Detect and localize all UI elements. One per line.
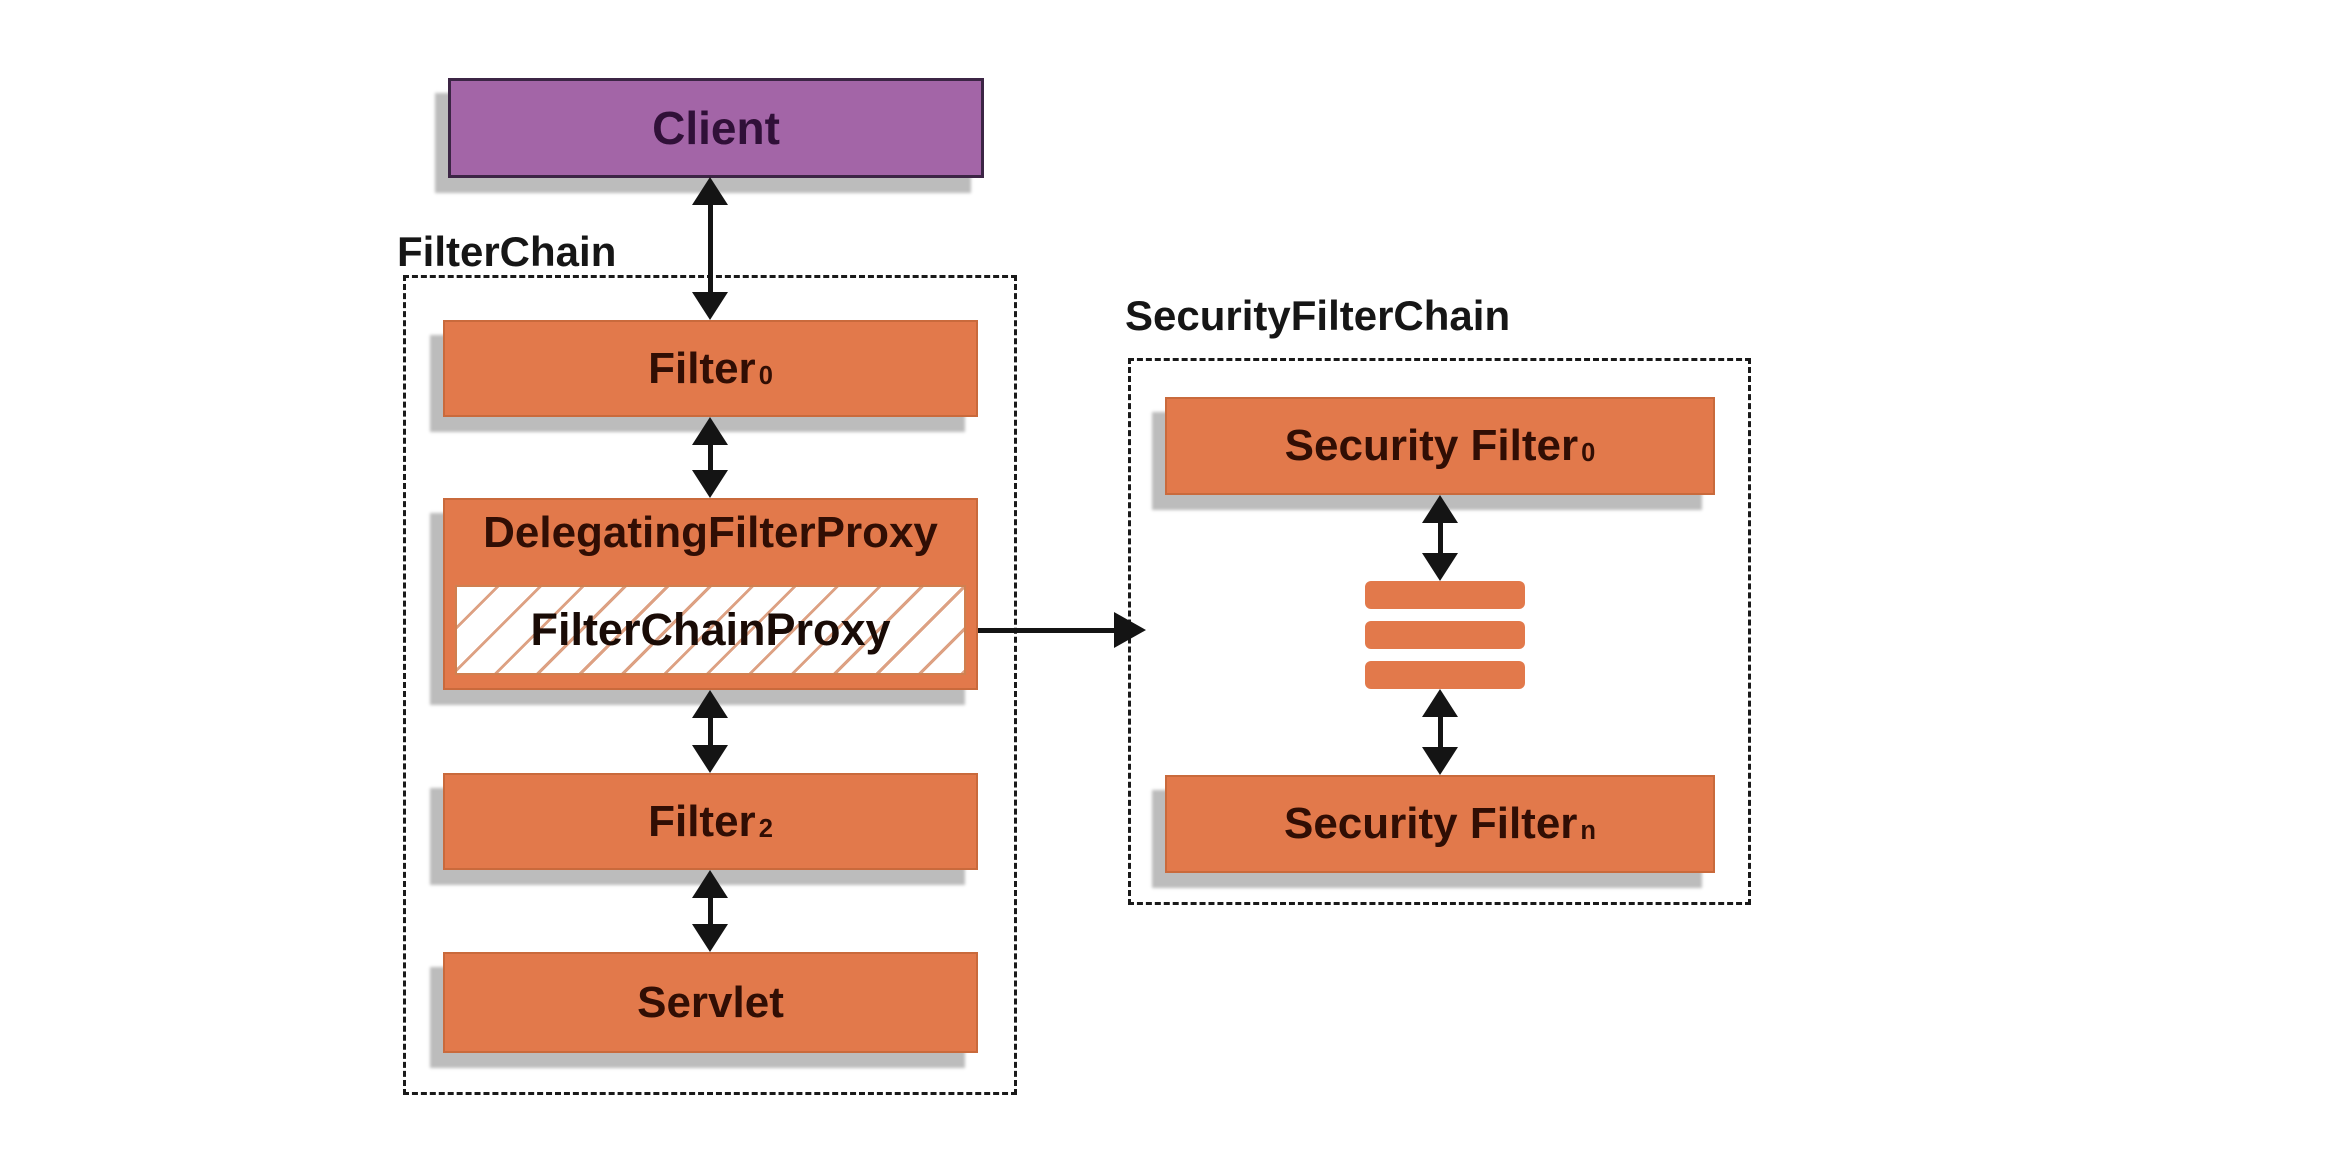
arrowhead-down-icon [692,745,728,773]
arrowhead-right-icon [1114,612,1146,648]
arrow-filter0-delegatingfilterproxy [692,417,728,498]
filter-chain-group-label: FilterChain [397,228,617,275]
arrow-client-filter0 [692,177,728,320]
arrow-filterchainproxy-securityfilterchain [978,612,1146,648]
arrowhead-up-icon [692,870,728,898]
arrow-shaft [707,445,713,470]
arrow-delegatingfilterproxy-filter2 [692,690,728,773]
arrow-shaft [707,718,713,745]
node-filter2-subscript: 2 [758,814,773,843]
node-filter0-label: Filter [648,343,756,393]
arrowhead-up-icon [1422,495,1458,523]
node-delegating-filter-proxy-label: DelegatingFilterProxy [483,508,938,557]
arrow-shaft [707,898,713,924]
node-client: Client [448,78,984,178]
node-security-filter-n-subscript: n [1580,817,1597,846]
node-filter-chain-proxy: FilterChainProxy [455,585,966,675]
arrow-securityfilter0-ellipsis [1422,495,1458,581]
node-filter0-subscript: 0 [758,361,773,390]
node-security-filter-0-label: Security Filter [1284,421,1579,470]
arrow-filter2-servlet [692,870,728,952]
arrowhead-up-icon [692,690,728,718]
filter-ellipsis-bar [1365,581,1525,609]
node-security-filter-n-label: Security Filter [1283,799,1578,848]
arrowhead-down-icon [1422,747,1458,775]
node-delegating-filter-proxy: DelegatingFilterProxy FilterChainProxy [443,498,978,690]
arrowhead-down-icon [1422,553,1458,581]
arrowhead-down-icon [692,292,728,320]
arrowhead-down-icon [692,924,728,952]
arrow-shaft [978,627,1114,633]
arrowhead-up-icon [692,417,728,445]
arrowhead-down-icon [692,470,728,498]
arrowhead-up-icon [1422,689,1458,717]
node-servlet-label: Servlet [637,977,784,1027]
arrowhead-up-icon [692,177,728,205]
security-filter-chain-group-label: SecurityFilterChain [1125,292,1511,339]
node-client-label: Client [652,102,780,154]
filter-ellipsis-bar [1365,661,1525,689]
arrow-shaft [1437,523,1443,553]
node-filter2-label: Filter [648,796,756,846]
node-servlet: Servlet [443,952,978,1053]
arrow-shaft [1437,717,1443,747]
filter-ellipsis-bar [1365,621,1525,649]
arrow-ellipsis-securityfiltern [1422,689,1458,775]
arrow-shaft [707,205,713,292]
node-security-filter-0-subscript: 0 [1581,439,1596,468]
node-filter-chain-proxy-label: FilterChainProxy [530,604,891,655]
